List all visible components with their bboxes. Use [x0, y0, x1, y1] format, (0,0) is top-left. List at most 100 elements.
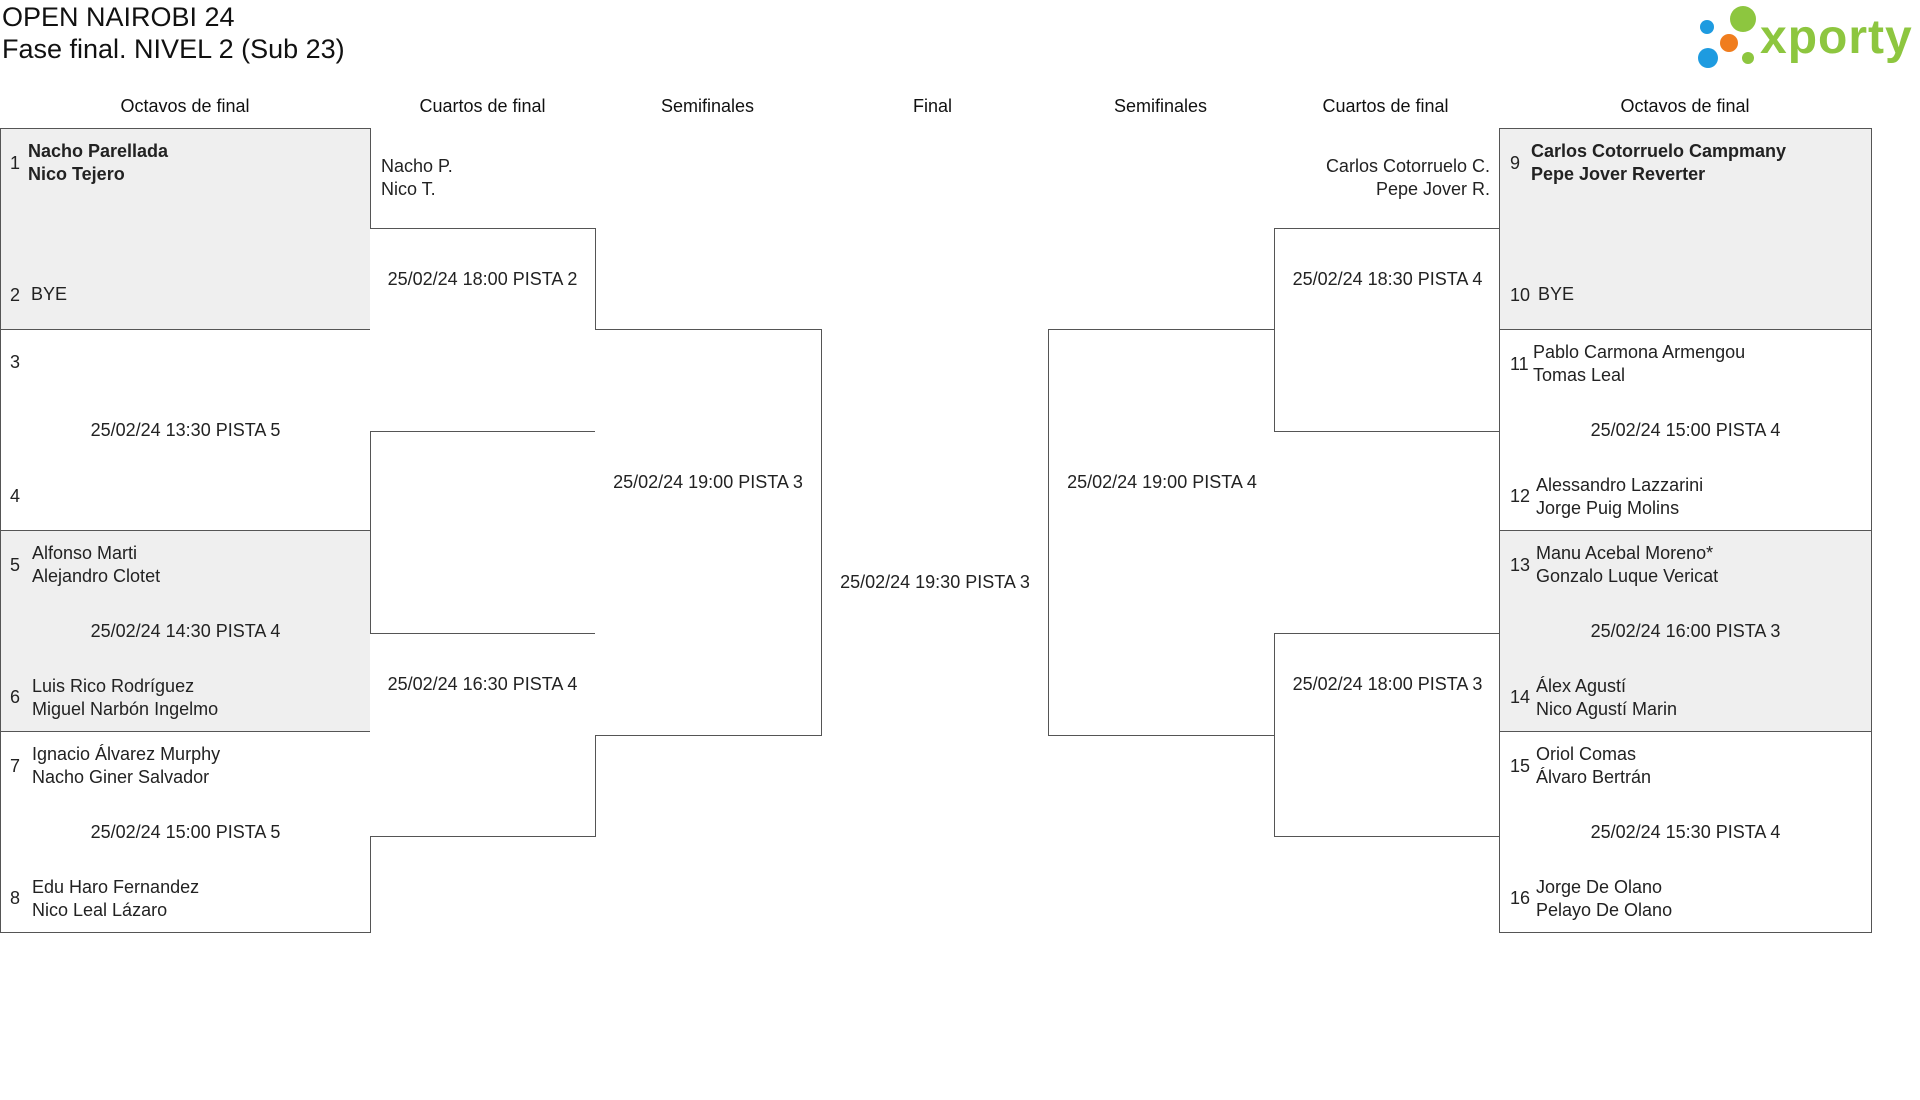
player-name: Jorge Puig Molins: [1536, 498, 1680, 518]
player-name: Miguel Narbón Ingelmo: [32, 699, 219, 719]
seed-number: 16: [1510, 888, 1531, 908]
left-r16-match-1: 1 Nacho Parellada Nico Tejero 2 BYE: [0, 128, 371, 330]
right-r16-match-3: 13 Manu Acebal Moreno* Gonzalo Luque Ver…: [1499, 530, 1872, 732]
seed-number: 4: [10, 486, 21, 506]
player-name: Alessandro Lazzarini: [1536, 475, 1704, 495]
seed-number: 13: [1510, 555, 1531, 575]
match-schedule: 25/02/24 15:00 PISTA 4: [1590, 420, 1781, 440]
player-name: Nico Leal Lázaro: [32, 900, 168, 920]
team-bottom: Edu Haro Fernandez Nico Leal Lázaro: [32, 876, 199, 922]
player-name: Tomas Leal: [1533, 365, 1626, 385]
team-bottom: Luis Rico Rodríguez Miguel Narbón Ingelm…: [32, 675, 218, 721]
player-name: Carlos Cotorruelo Campmany: [1531, 141, 1787, 161]
round-title-right-qf: Cuartos de final: [1322, 96, 1449, 116]
team-bottom: Jorge De Olano Pelayo De Olano: [1536, 876, 1672, 922]
right-qf-match-2: 25/02/24 18:00 PISTA 3: [1274, 633, 1500, 837]
right-qf-match-1: 25/02/24 18:30 PISTA 4: [1274, 228, 1500, 432]
xporty-logo: xporty: [1690, 4, 1920, 68]
team-bottom: BYE: [31, 284, 68, 304]
match-schedule: 25/02/24 15:00 PISTA 5: [90, 822, 281, 842]
seed-number: 10: [1510, 285, 1531, 305]
player-name: Pablo Carmona Armengou: [1533, 342, 1746, 362]
match-schedule: 25/02/24 16:30 PISTA 4: [387, 674, 578, 694]
left-qf-match-1: 25/02/24 18:00 PISTA 2: [370, 228, 596, 432]
player-name: Jorge De Olano: [1536, 877, 1663, 897]
round-title-right-r16: Octavos de final: [1620, 96, 1750, 116]
player-name: Nacho P.: [381, 156, 453, 176]
seed-number: 1: [10, 153, 21, 173]
player-name: Manu Acebal Moreno*: [1536, 543, 1714, 563]
player-name: Nico Agustí Marin: [1536, 699, 1678, 719]
player-name: Ignacio Álvarez Murphy: [32, 744, 221, 764]
player-name: Edu Haro Fernandez: [32, 877, 200, 897]
match-schedule: 25/02/24 14:30 PISTA 4: [90, 621, 281, 641]
player-name: Álex Agustí: [1536, 676, 1627, 696]
seed-number: 11: [1510, 354, 1529, 374]
logo-text: xporty: [1760, 11, 1913, 64]
left-sf-match: 25/02/24 19:00 PISTA 3: [595, 329, 822, 736]
team-bottom: Álex Agustí Nico Agustí Marin: [1536, 675, 1677, 721]
match-schedule: 25/02/24 16:00 PISTA 3: [1590, 621, 1781, 641]
qf-winner-left-1: Nacho P. Nico T.: [381, 155, 453, 201]
match-schedule: 25/02/24 15:30 PISTA 4: [1590, 822, 1781, 842]
team-top: Alfonso Marti Alejandro Clotet: [32, 542, 160, 588]
team-top: Carlos Cotorruelo Campmany Pepe Jover Re…: [1531, 140, 1786, 186]
match-schedule: 25/02/24 19:00 PISTA 4: [1067, 472, 1257, 492]
right-r16-match-2: 11 Pablo Carmona Armengou Tomas Leal 25/…: [1499, 329, 1872, 531]
logo-dot-green-icon: [1730, 6, 1756, 32]
seed-number: 12: [1510, 486, 1531, 506]
final-match: 25/02/24 19:30 PISTA 3: [822, 572, 1048, 593]
player-name: Pepe Jover R.: [1375, 179, 1490, 199]
seed-number: 7: [10, 756, 21, 776]
player-name: Luis Rico Rodríguez: [32, 676, 195, 696]
qf-winner-right-1: Carlos Cotorruelo C. Pepe Jover R.: [1260, 155, 1490, 201]
player-name: Oriol Comas: [1536, 744, 1637, 764]
team-bottom: BYE: [1538, 284, 1575, 304]
round-title-right-sf: Semifinales: [1113, 96, 1208, 116]
match-schedule: 25/02/24 18:00 PISTA 2: [387, 269, 578, 289]
seed-number: 3: [10, 352, 21, 372]
phase-subtitle: Fase final. NIVEL 2 (Sub 23): [2, 34, 345, 64]
match-schedule: 25/02/24 13:30 PISTA 5: [90, 420, 281, 440]
left-r16-match-4: 7 Ignacio Álvarez Murphy Nacho Giner Sal…: [0, 731, 371, 933]
left-r16-match-2: 3 25/02/24 13:30 PISTA 5 4: [0, 329, 371, 531]
round-title-left-sf: Semifinales: [660, 96, 755, 116]
player-name: Nacho Parellada: [28, 141, 169, 161]
match-schedule: 25/02/24 18:00 PISTA 3: [1292, 674, 1483, 694]
player-name: Alfonso Marti: [32, 543, 138, 563]
player-name: Álvaro Bertrán: [1536, 767, 1652, 787]
team-top: Nacho Parellada Nico Tejero: [28, 140, 168, 186]
right-sf-match: 25/02/24 19:00 PISTA 4: [1048, 329, 1275, 736]
team-bottom: Alessandro Lazzarini Jorge Puig Molins: [1536, 474, 1703, 520]
logo-dot-blue-icon: [1698, 48, 1718, 68]
team-top: Oriol Comas Álvaro Bertrán: [1536, 743, 1651, 789]
player-name: Alejandro Clotet: [32, 566, 161, 586]
seed-number: 15: [1510, 756, 1531, 776]
round-title-left-r16: Octavos de final: [120, 96, 250, 116]
right-r16-match-1: 9 Carlos Cotorruelo Campmany Pepe Jover …: [1499, 128, 1872, 330]
match-schedule: 25/02/24 19:30 PISTA 3: [840, 572, 1030, 592]
tournament-title: OPEN NAIROBI 24: [2, 2, 235, 32]
player-name: Nico Tejero: [28, 164, 125, 184]
player-name: Pepe Jover Reverter: [1531, 164, 1706, 184]
seed-number: 8: [10, 888, 21, 908]
player-name: Carlos Cotorruelo C.: [1325, 156, 1490, 176]
seed-number: 14: [1510, 687, 1531, 707]
right-r16-match-4: 15 Oriol Comas Álvaro Bertrán 25/02/24 1…: [1499, 731, 1872, 933]
seed-number: 2: [10, 285, 21, 305]
left-r16-match-3: 5 Alfonso Marti Alejandro Clotet 25/02/2…: [0, 530, 371, 732]
player-name: Pelayo De Olano: [1536, 900, 1673, 920]
match-schedule: 25/02/24 18:30 PISTA 4: [1292, 269, 1483, 289]
player-name: Gonzalo Luque Vericat: [1536, 566, 1719, 586]
logo-dot-orange-icon: [1720, 34, 1738, 52]
left-qf-match-2: 25/02/24 16:30 PISTA 4: [370, 633, 596, 837]
team-top: Ignacio Álvarez Murphy Nacho Giner Salva…: [32, 743, 220, 789]
logo-dot-tiny-icon: [1742, 52, 1754, 64]
player-name: Nacho Giner Salvador: [32, 767, 210, 787]
seed-number: 5: [10, 555, 21, 575]
match-schedule: 25/02/24 19:00 PISTA 3: [613, 472, 803, 492]
round-title-left-qf: Cuartos de final: [419, 96, 546, 116]
player-name: Nico T.: [381, 179, 436, 199]
logo-dot-small-icon: [1700, 20, 1714, 34]
team-top: Manu Acebal Moreno* Gonzalo Luque Verica…: [1536, 542, 1718, 588]
